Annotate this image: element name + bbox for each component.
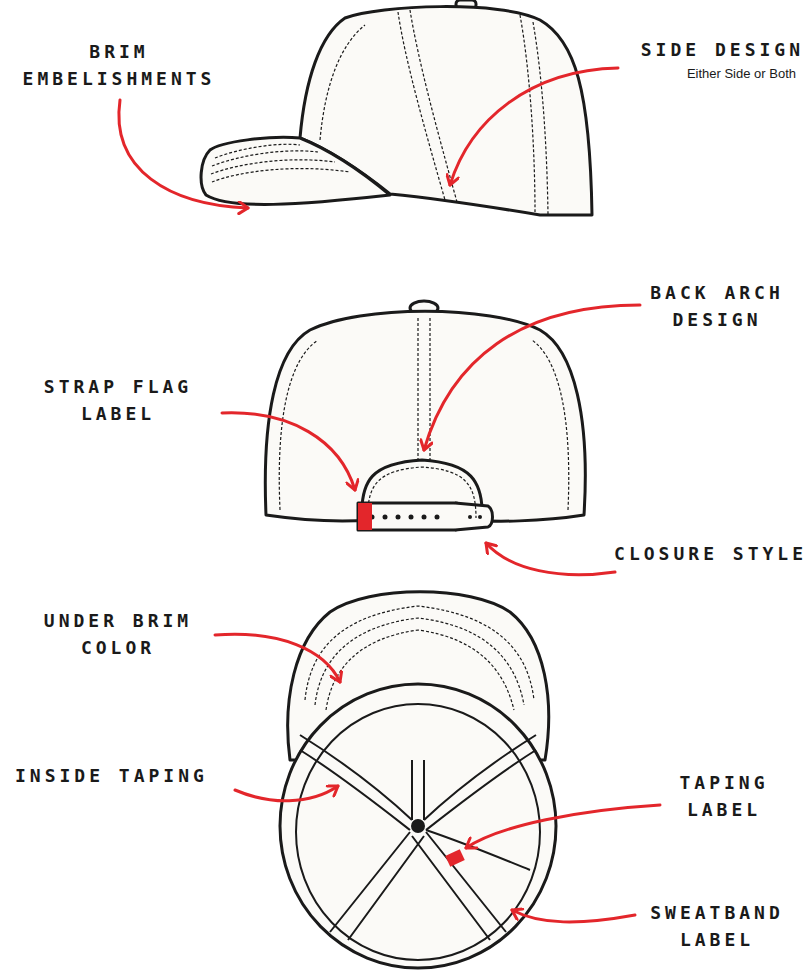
callout-label: CLOSURE STYLE [614,540,807,567]
callout-label: BRIM EMBELISHMENTS [4,38,234,92]
callout-label: UNDER BRIM COLOR [18,607,218,661]
callout-label: INSIDE TAPING [15,762,208,789]
callout-label: BACK ARCH DESIGN [627,279,807,333]
callout-label: STRAP FLAG LABEL [18,373,218,427]
callout-label: SWEATBAND LABEL [627,899,807,953]
callout-note: Either Side or Both [687,66,796,82]
callout-label: TAPING LABEL [649,769,799,823]
callout-label: SIDE DESIGN [641,36,804,63]
